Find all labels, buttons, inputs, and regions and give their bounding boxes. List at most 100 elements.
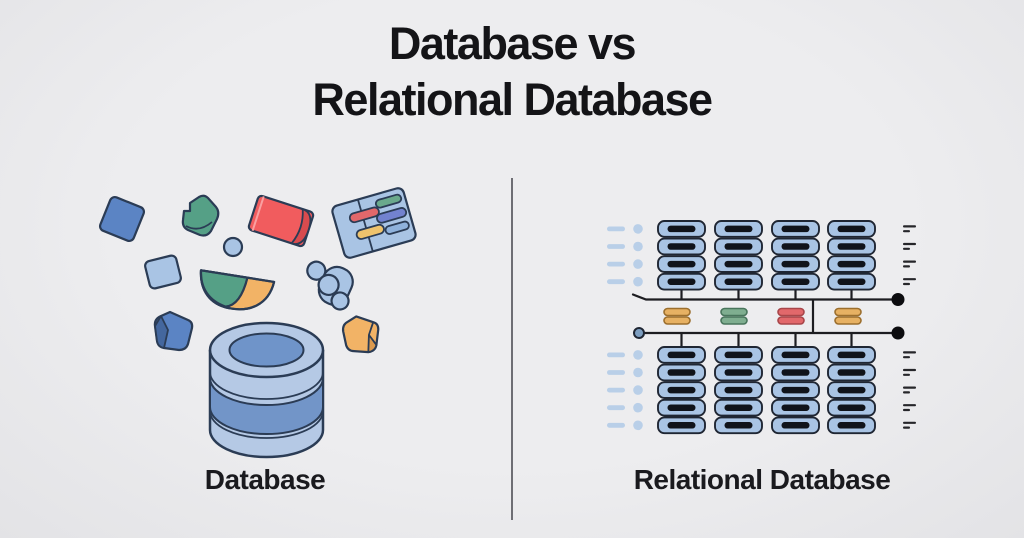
database-cylinder-icon bbox=[208, 321, 325, 459]
bullet-dash bbox=[607, 387, 625, 393]
bullet-dot bbox=[633, 350, 643, 360]
tick-mark bbox=[903, 265, 910, 268]
table-cell-bar bbox=[724, 404, 753, 411]
table-cell-bar bbox=[667, 278, 696, 285]
table-cell-bar bbox=[724, 278, 753, 285]
small-circle-shape bbox=[222, 236, 244, 258]
table-cell-bar bbox=[667, 386, 696, 394]
page-title: Database vs Relational Database bbox=[0, 16, 1024, 128]
bullet-dash bbox=[607, 244, 625, 249]
bullet-dot bbox=[633, 224, 643, 234]
table-cell-bar bbox=[837, 243, 866, 250]
tick-mark bbox=[903, 386, 916, 389]
tick-mark bbox=[903, 230, 910, 233]
table-cell-bar bbox=[781, 225, 810, 233]
tick-mark bbox=[903, 278, 916, 281]
title-line-1: Database vs bbox=[388, 18, 637, 69]
bullet-dash bbox=[607, 422, 625, 428]
table-cell-bar bbox=[724, 422, 753, 429]
key-pill bbox=[834, 316, 862, 325]
tick-mark bbox=[903, 408, 910, 412]
table-cell-bar bbox=[724, 260, 753, 268]
table-cell-bar bbox=[837, 278, 866, 285]
key-pill bbox=[834, 307, 862, 317]
title-line-2: Relational Database bbox=[312, 74, 713, 125]
left-node-circle bbox=[633, 327, 645, 339]
key-pill bbox=[777, 307, 805, 317]
table-cell-bar bbox=[667, 369, 696, 376]
right-node-dot bbox=[891, 326, 905, 340]
bullet-dash bbox=[607, 261, 625, 267]
table-cell-bar bbox=[724, 225, 753, 233]
tick-mark bbox=[903, 426, 910, 429]
blue-gem-shape bbox=[153, 310, 194, 352]
table-cell-bar bbox=[724, 386, 753, 394]
table-cell-bar bbox=[837, 225, 866, 233]
tick-mark bbox=[903, 356, 910, 359]
tick-mark bbox=[903, 351, 916, 354]
table-cell-bar bbox=[781, 422, 810, 429]
table-cell-bar bbox=[724, 351, 753, 359]
key-pill bbox=[663, 307, 691, 317]
table-cell-bar bbox=[781, 243, 810, 250]
table-cell-bar bbox=[837, 369, 866, 376]
bullet-dot bbox=[633, 276, 643, 287]
bullet-dot bbox=[633, 385, 643, 395]
tick-mark bbox=[903, 225, 916, 228]
tick-mark bbox=[903, 404, 916, 407]
green-blob-shape bbox=[181, 194, 220, 237]
blue-square-shape bbox=[98, 195, 146, 243]
bullet-dot bbox=[633, 420, 643, 431]
bullet-dash bbox=[607, 226, 625, 232]
table-cell-bar bbox=[837, 404, 866, 411]
tick-mark bbox=[903, 247, 910, 250]
tick-mark bbox=[903, 391, 910, 394]
table-cell-bar bbox=[667, 243, 696, 250]
bullet-dot bbox=[633, 241, 643, 252]
table-cell-bar bbox=[781, 260, 810, 268]
table-cell-bar bbox=[837, 351, 866, 359]
half-pill-shape bbox=[199, 269, 276, 311]
table-cell-bar bbox=[837, 260, 866, 268]
table-cell-bar bbox=[724, 369, 753, 376]
key-pill bbox=[663, 316, 691, 325]
light-square-shape bbox=[144, 254, 182, 290]
key-pill bbox=[720, 307, 748, 317]
tick-mark bbox=[903, 373, 910, 376]
bullet-dot bbox=[633, 402, 643, 413]
table-cell-bar bbox=[781, 386, 810, 394]
right-node-dot bbox=[891, 293, 905, 306]
table-cell-bar bbox=[667, 422, 696, 429]
tick-mark bbox=[903, 282, 910, 286]
bullet-dash bbox=[607, 370, 625, 375]
table-cell-bar bbox=[781, 351, 810, 359]
right-panel-label: Relational Database bbox=[633, 464, 891, 495]
data-card-shape bbox=[331, 187, 417, 259]
tick-mark bbox=[903, 421, 916, 424]
table-cell-bar bbox=[837, 422, 866, 429]
panel-divider bbox=[511, 178, 513, 520]
left-panel-label: Database bbox=[204, 464, 326, 495]
bullet-dash bbox=[607, 352, 625, 358]
bullet-dash bbox=[607, 279, 625, 285]
tick-mark bbox=[903, 368, 916, 372]
bullet-dash bbox=[607, 405, 625, 411]
table-cell-bar bbox=[667, 225, 696, 233]
tick-mark bbox=[903, 260, 916, 263]
tick-mark bbox=[903, 242, 916, 246]
table-cell-bar bbox=[667, 404, 696, 411]
red-box-shape bbox=[247, 194, 315, 248]
bullet-dot bbox=[633, 259, 643, 269]
top-connector-line bbox=[631, 293, 900, 301]
orange-gem-shape bbox=[341, 315, 380, 354]
key-pill bbox=[777, 316, 805, 325]
table-cell-bar bbox=[667, 351, 696, 359]
key-pill bbox=[720, 316, 748, 325]
table-cell-bar bbox=[781, 404, 810, 411]
table-cell-bar bbox=[667, 260, 696, 268]
bullet-dot bbox=[633, 367, 643, 378]
table-cell-bar bbox=[724, 243, 753, 250]
